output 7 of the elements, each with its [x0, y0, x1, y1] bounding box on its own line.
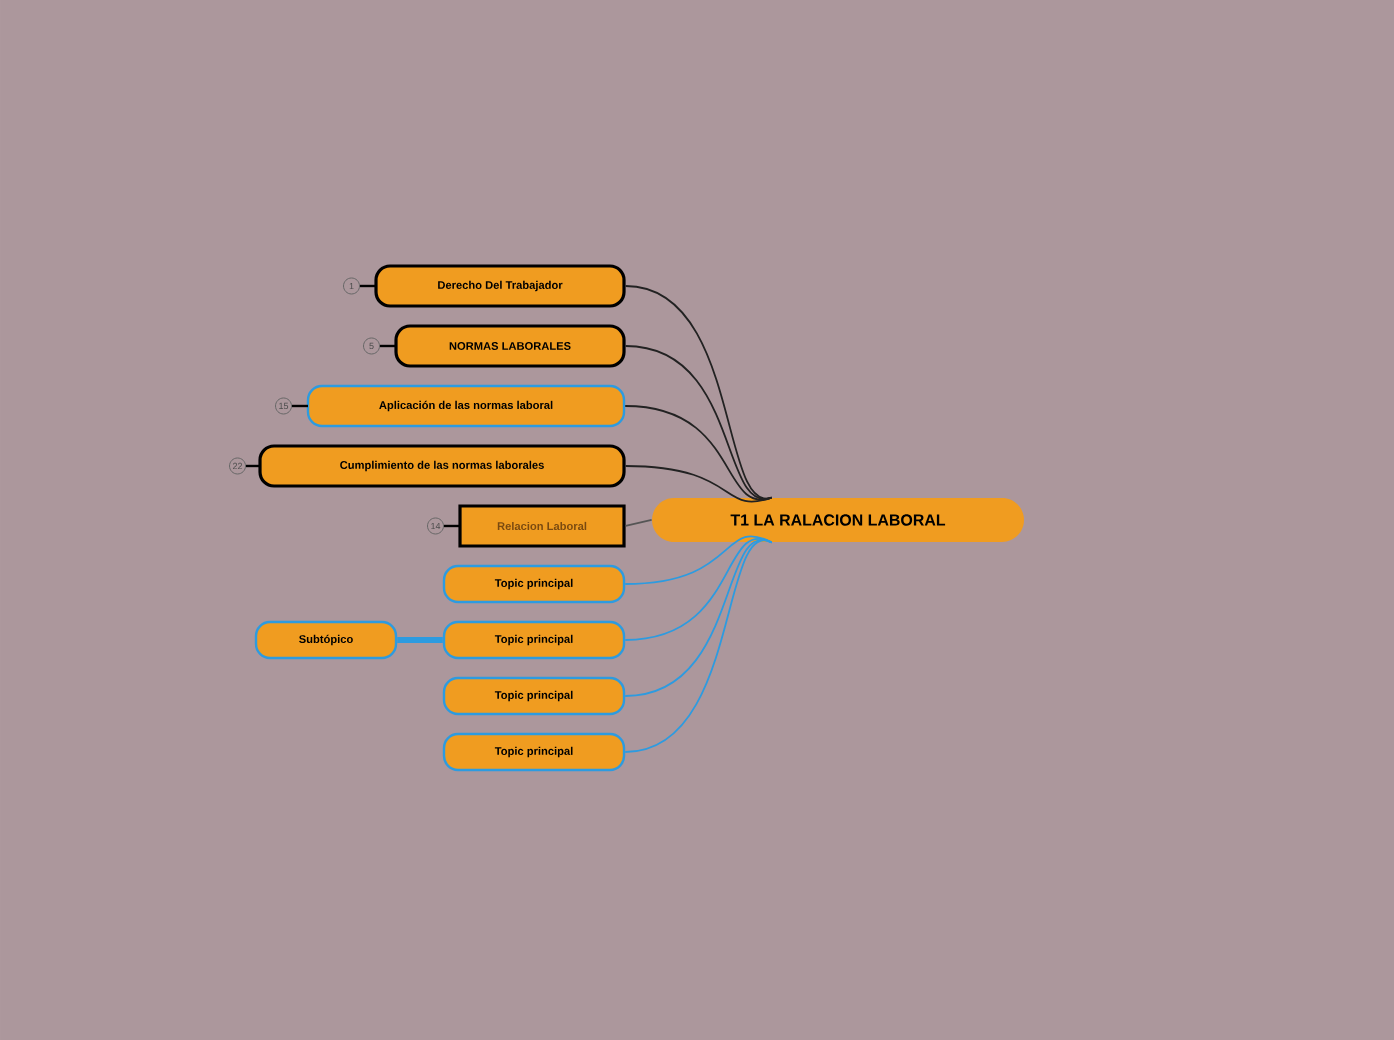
connector-line — [624, 345, 773, 500]
connector-line — [624, 535, 773, 585]
connector-line — [624, 540, 773, 753]
connector-line — [624, 519, 653, 527]
connector-line — [624, 465, 773, 503]
connector-line — [397, 637, 443, 643]
connector-line — [624, 537, 773, 641]
